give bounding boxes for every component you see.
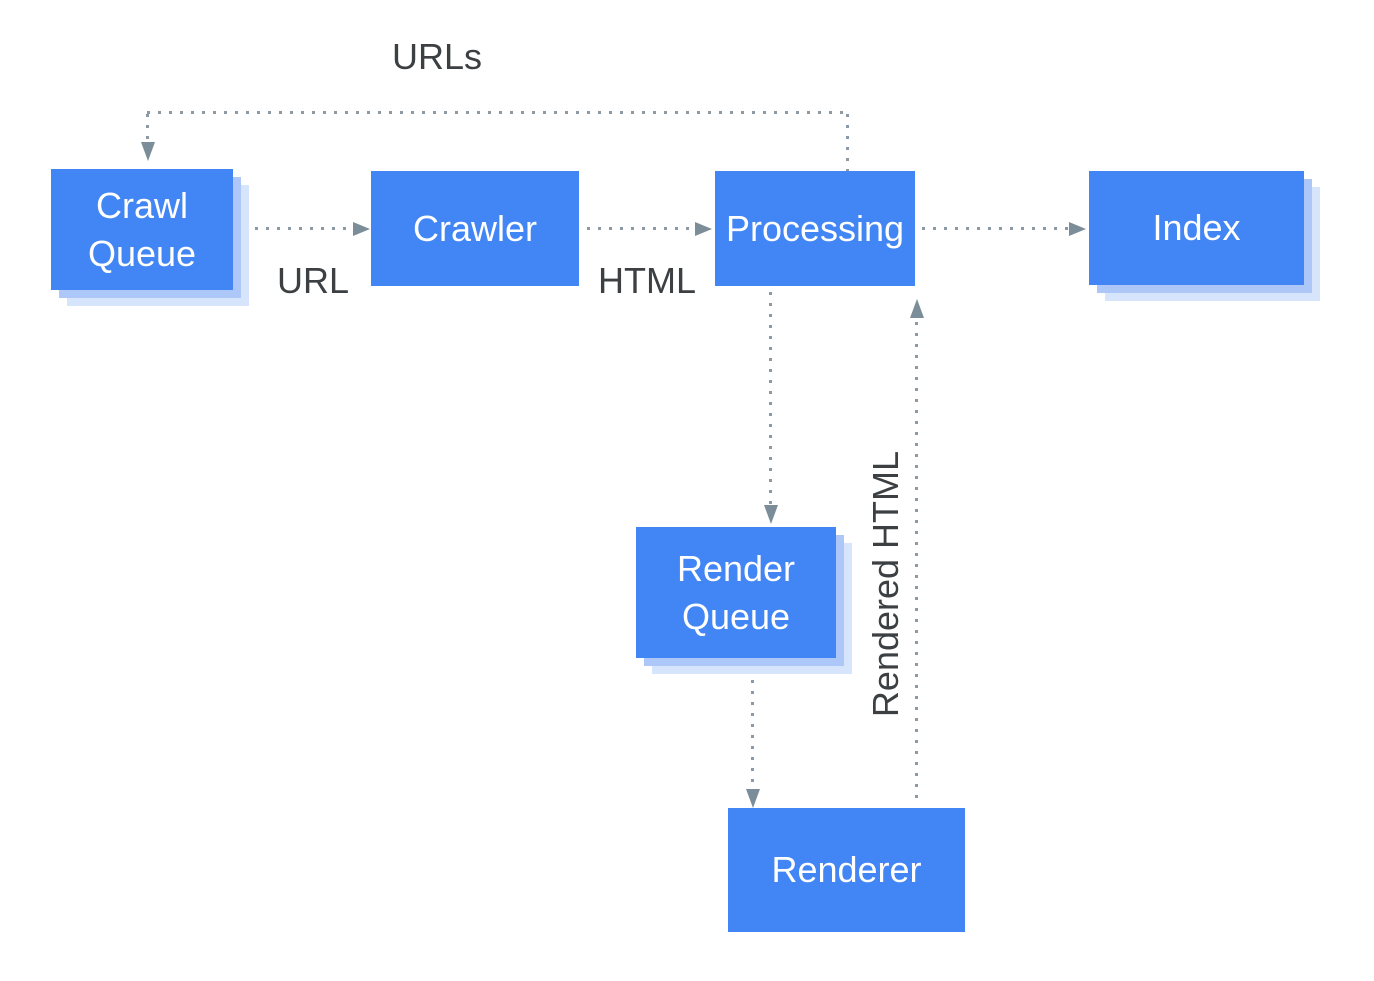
node-index: Index (1089, 171, 1304, 285)
node-render-queue: Render Queue (636, 527, 836, 658)
edge-processing-to-crawlqueue-horizontal (147, 111, 849, 114)
node-render-queue-label: Render Queue (676, 547, 796, 637)
edge-label-url: URL (277, 260, 350, 301)
node-index-label: Index (1152, 207, 1241, 249)
node-crawler: Crawler (371, 171, 579, 286)
node-crawler-label: Crawler (412, 207, 537, 249)
node-renderer-label: Renderer (771, 849, 922, 891)
edge-renderqueue-to-renderer (751, 680, 754, 788)
edge-renderer-to-processing (915, 322, 918, 806)
edge-processing-to-renderqueue (769, 292, 772, 504)
edge-processing-to-crawlqueue-left-drop (146, 114, 149, 143)
edge-label-html: HTML (598, 260, 696, 301)
node-processing-label: Processing (725, 207, 905, 249)
arrowhead-down-into-crawl-queue (141, 142, 155, 161)
edge-label-urls: URLs (392, 36, 483, 77)
arrowhead-up-into-processing (910, 299, 924, 318)
arrowhead-right-into-crawler (353, 222, 370, 236)
arrowhead-right-into-index (1069, 222, 1086, 236)
node-crawl-queue: Crawl Queue (51, 169, 233, 290)
node-renderer: Renderer (728, 808, 965, 932)
edge-processing-to-crawlqueue-right-riser (846, 114, 849, 171)
node-processing: Processing (715, 171, 915, 286)
edge-processing-to-index (922, 227, 1068, 230)
edge-label-rendered-html: Rendered HTML (865, 450, 907, 718)
edge-crawler-to-processing (587, 227, 694, 230)
arrowhead-down-into-renderer (746, 789, 760, 808)
node-crawl-queue-label: Crawl Queue (87, 184, 197, 274)
arrowhead-down-into-render-queue (764, 505, 778, 524)
arrowhead-right-into-processing (695, 222, 712, 236)
edge-crawlqueue-to-crawler (255, 227, 352, 230)
